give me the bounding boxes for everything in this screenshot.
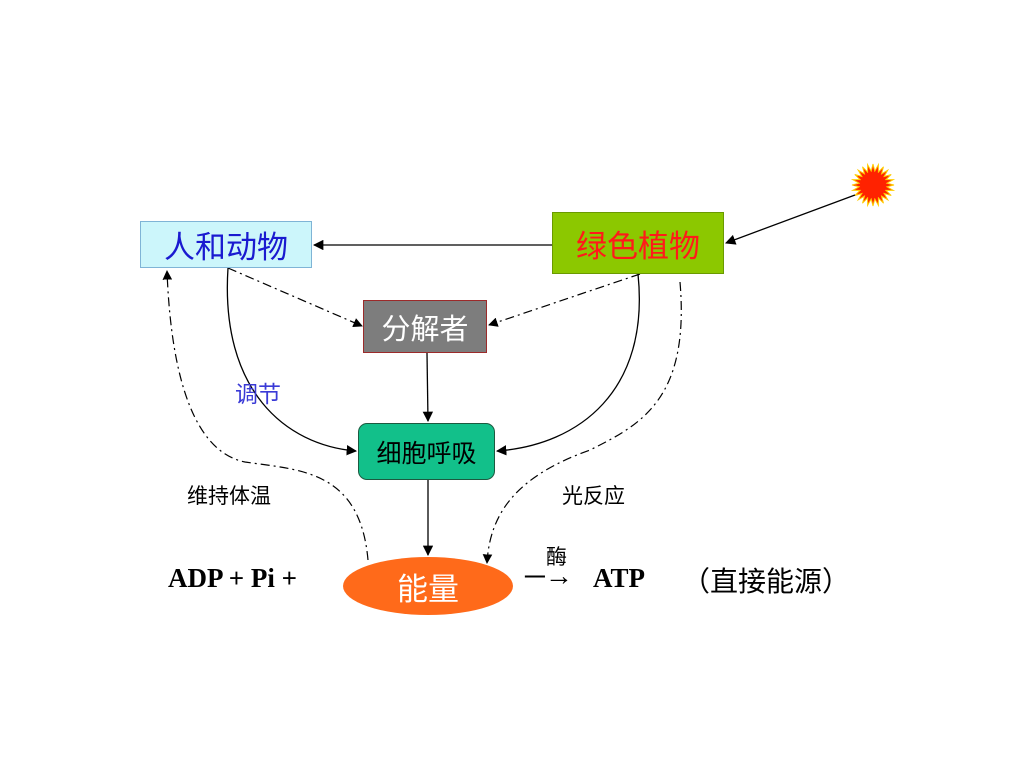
node-cell-respiration: 细胞呼吸 bbox=[358, 423, 495, 480]
arrow-plants-to-energy bbox=[482, 281, 682, 564]
node-green-plants: 绿色植物 bbox=[552, 212, 724, 274]
label-enzyme: 酶 bbox=[546, 545, 567, 569]
arrow-energy-to-people bbox=[162, 270, 369, 561]
label-direct-energy-source: （直接能源） bbox=[682, 565, 851, 598]
node-decomposers: 分解者 bbox=[363, 300, 487, 353]
label-regulate: 调节 bbox=[235, 382, 281, 408]
equation-arrow: ─→ bbox=[525, 561, 573, 592]
arrow-sun-to-plants bbox=[725, 194, 856, 245]
equation-product: ATP bbox=[593, 563, 645, 593]
arrow-decomposers-to-respiration bbox=[422, 352, 434, 423]
label-light-reaction: 光反应 bbox=[562, 484, 625, 508]
arrow-people-to-decomposers bbox=[227, 267, 363, 327]
sun-icon bbox=[850, 162, 896, 208]
arrow-plants-to-respiration bbox=[495, 273, 640, 456]
arrow-plants-to-decomposers bbox=[488, 273, 641, 327]
arrow-people-to-respiration bbox=[226, 267, 358, 456]
node-people-animals: 人和动物 bbox=[140, 221, 312, 268]
label-maintain-body-temp: 维持体温 bbox=[187, 484, 271, 508]
node-energy: 能量 bbox=[343, 557, 513, 615]
equation-reactants: ADP + Pi + bbox=[168, 563, 298, 593]
